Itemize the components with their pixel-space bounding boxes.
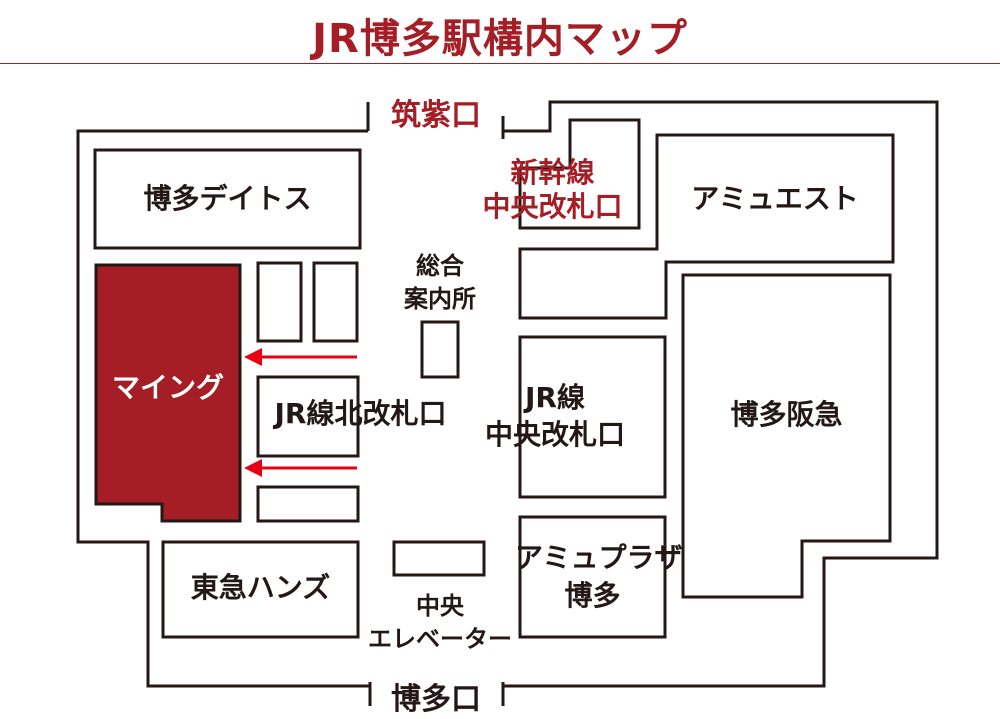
- amu-plaza-block: [518, 515, 667, 639]
- deitos-block: [93, 148, 362, 250]
- title-divider: [0, 63, 1000, 64]
- gate-jr-central-line1: JR線: [525, 381, 585, 414]
- shop-hakata-hankyu: 博多阪急: [730, 398, 843, 431]
- entrance-hakata: 博多口: [391, 682, 481, 717]
- entrance-chikushi: 筑紫口: [391, 98, 481, 133]
- elevator-line2: エレベーター: [368, 625, 512, 653]
- gate-shinkansen-line1: 新幹線: [510, 156, 595, 189]
- gate-shinkansen-line2: 中央改札口: [482, 190, 623, 223]
- maing-block: [94, 263, 242, 523]
- shinkansen-gate-block: [518, 118, 641, 230]
- elevator-line1: 中央: [416, 592, 464, 620]
- jr-central-gate-block: [518, 335, 667, 499]
- amu-est-block: [518, 133, 895, 320]
- info-center-line2: 案内所: [404, 285, 476, 313]
- shop-tokyu-hands: 東急ハンズ: [190, 571, 331, 604]
- info-center-line1: 総合: [416, 252, 464, 280]
- shop-amu-est: アミュエスト: [691, 182, 859, 215]
- page-title: JR博多駅構内マップ: [312, 16, 688, 62]
- tokyu-hands-block: [161, 540, 360, 639]
- station-outline-right: [503, 100, 939, 688]
- small-block-2: [312, 261, 359, 343]
- gate-jr-north: JR線北改札口: [274, 397, 447, 430]
- hakata-hankyu-block: [681, 273, 892, 599]
- gate-jr-central-line2: 中央改札口: [484, 418, 625, 451]
- shop-amu-plaza-line1: アミュプラザ: [515, 541, 683, 574]
- shop-maing: マイング: [111, 371, 224, 404]
- shop-deitos: 博多デイトス: [143, 182, 312, 215]
- shop-amu-plaza-line2: 博多: [564, 579, 621, 612]
- north-gate-block: [256, 375, 360, 458]
- elevator-block: [392, 540, 486, 577]
- small-block-1: [256, 261, 303, 343]
- info-center-block: [420, 320, 460, 379]
- station-outline: [76, 129, 370, 688]
- small-block-3: [256, 485, 360, 523]
